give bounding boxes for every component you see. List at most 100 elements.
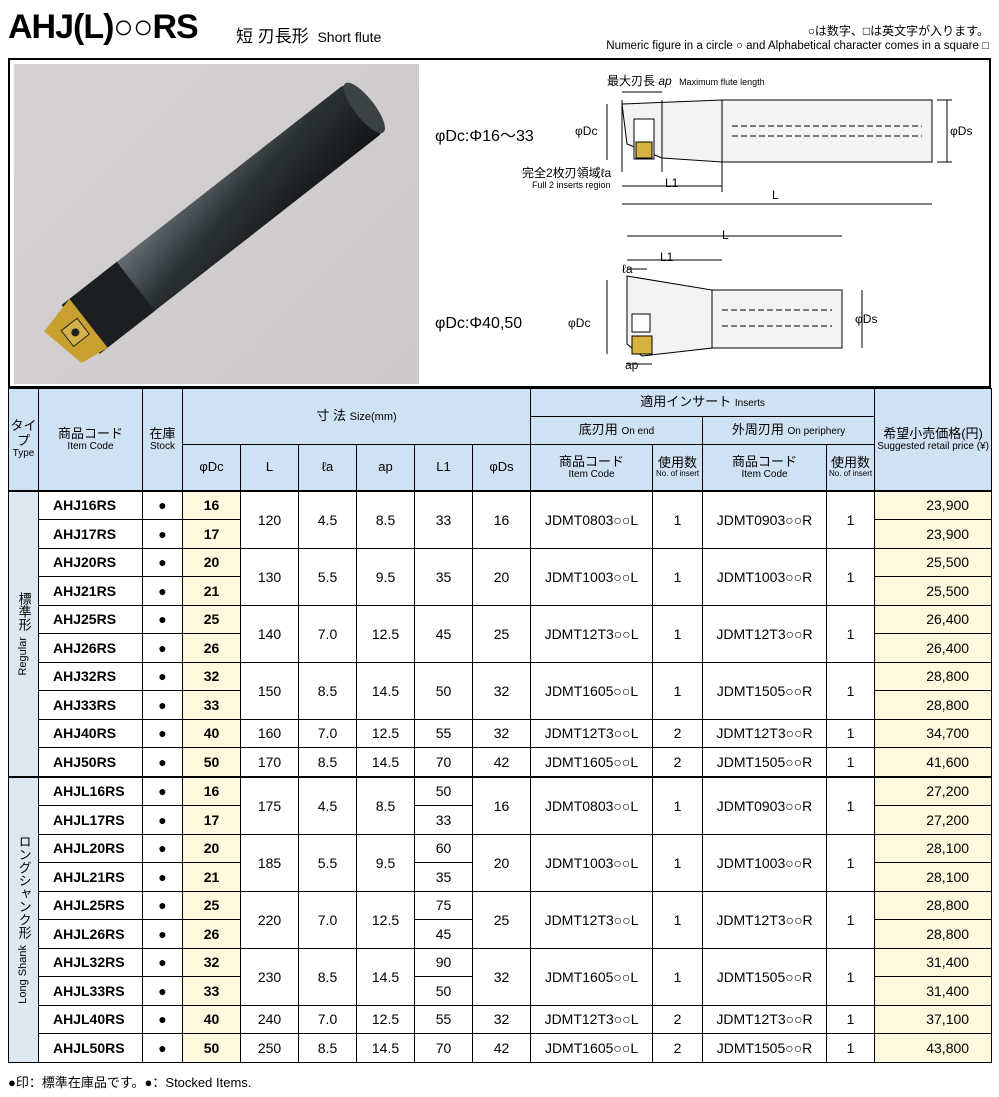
subtitle-en: Short flute (317, 29, 382, 45)
ds-value: 20 (471, 833, 532, 892)
h-per-code-jp: 商品コード (732, 453, 798, 469)
price-value: 28,800 (874, 661, 993, 691)
h-type-jp: タイプ (10, 418, 37, 448)
periph-insert-code: JDMT1505○○R (702, 1033, 828, 1063)
ds-value: 16 (471, 489, 532, 549)
item-code: AHJL40RS (38, 1004, 143, 1034)
la-value: 7.0 (298, 604, 357, 663)
stock-mark: ● (142, 547, 183, 577)
h-stock-jp: 在庫 (149, 425, 176, 441)
L-label-1: L (772, 188, 779, 202)
dc-value: 21 (182, 576, 241, 606)
h-stock-en: Stock (149, 440, 175, 452)
stock-mark: ● (142, 947, 183, 977)
range-label-1: φDc:Φ16～33 (435, 128, 534, 145)
L1-value: 50 (414, 775, 473, 806)
price-value: 31,400 (874, 976, 993, 1006)
max-flute-en: Maximum flute length (679, 77, 765, 87)
stock-mark: ● (142, 976, 183, 1006)
end-insert-count: 2 (652, 1033, 704, 1063)
la-value: 7.0 (298, 718, 357, 748)
la-value: 8.5 (298, 661, 357, 720)
stock-mark: ● (142, 805, 183, 835)
L-value: 240 (240, 1004, 299, 1034)
col-ds: φDs (471, 444, 532, 491)
dc-value: 40 (182, 718, 241, 748)
L-value: 150 (240, 661, 299, 720)
item-code: AHJL33RS (38, 976, 143, 1006)
L1-value: 70 (414, 1033, 473, 1063)
L-value: 220 (240, 890, 299, 949)
dc-value: 33 (182, 690, 241, 720)
h-end-code-en: Item Code (568, 468, 615, 480)
end-insert-count: 1 (652, 833, 704, 892)
L-value: 250 (240, 1033, 299, 1063)
price-value: 26,400 (874, 604, 993, 634)
dimension-drawing (606, 91, 952, 365)
stock-mark: ● (142, 1004, 183, 1034)
periph-insert-count: 1 (826, 833, 876, 892)
dc-value: 25 (182, 604, 241, 634)
stock-mark: ● (142, 489, 183, 520)
note-en: Numeric figure in a circle ○ and Alphabe… (606, 40, 989, 52)
periph-insert-code: JDMT12T3○○R (702, 718, 828, 748)
col-ap: ap (356, 444, 415, 491)
full-region-jp: 完全2枚刃領域ℓa (522, 166, 612, 180)
dc-value: 20 (182, 547, 241, 577)
L-value: 175 (240, 775, 299, 835)
L1-value: 35 (414, 547, 473, 606)
stock-mark: ● (142, 833, 183, 863)
la-value: 4.5 (298, 489, 357, 549)
max-flute-label: 最大刃長 ap Maximum flute length (607, 72, 765, 89)
stock-mark: ● (142, 1033, 183, 1063)
L1-value: 33 (414, 489, 473, 549)
type-regular-en: Regular (16, 636, 29, 676)
periph-insert-code: JDMT1003○○R (702, 547, 828, 606)
L-value: 230 (240, 947, 299, 1006)
h-end-no-jp: 使用数 (658, 454, 698, 470)
item-code: AHJL16RS (38, 775, 143, 806)
ds-value: 32 (471, 718, 532, 748)
ds-value: 20 (471, 547, 532, 606)
periph-insert-code: JDMT1505○○R (702, 661, 828, 720)
h-end-code-jp: 商品コード (559, 453, 625, 469)
periph-insert-count: 1 (826, 1033, 876, 1063)
periph-insert-code: JDMT1505○○R (702, 947, 828, 1006)
h-code-en: Item Code (67, 440, 114, 452)
full-region-en: Full 2 inserts region (532, 180, 611, 190)
end-insert-code: JDMT12T3○○L (530, 1004, 654, 1034)
L1-value: 60 (414, 833, 473, 863)
periph-insert-count: 1 (826, 1004, 876, 1034)
dc-value: 33 (182, 976, 241, 1006)
ap-value: 9.5 (356, 547, 415, 606)
item-code: AHJ26RS (38, 633, 143, 663)
end-insert-count: 1 (652, 890, 704, 949)
price-value: 28,800 (874, 890, 993, 920)
ap-value: 14.5 (356, 661, 415, 720)
L1-value: 45 (414, 604, 473, 663)
ap-value: 8.5 (356, 775, 415, 835)
max-flute-symbol: ap (658, 74, 672, 88)
la-value: 4.5 (298, 775, 357, 835)
h-type-en: Type (12, 448, 35, 460)
stock-mark: ● (142, 747, 183, 777)
L-value: 160 (240, 718, 299, 748)
la-value: 8.5 (298, 1033, 357, 1063)
periph-insert-count: 1 (826, 890, 876, 949)
ds-value: 16 (471, 775, 532, 835)
end-insert-code: JDMT12T3○○L (530, 604, 654, 663)
dc-value: 16 (182, 775, 241, 806)
la-value: 7.0 (298, 1004, 357, 1034)
dc-value: 50 (182, 747, 241, 777)
dc-label-1: φDc (575, 124, 598, 138)
end-insert-code: JDMT12T3○○L (530, 890, 654, 949)
type-long-shank-jp: ロングシャンク形 (16, 835, 32, 940)
L-value: 120 (240, 489, 299, 549)
